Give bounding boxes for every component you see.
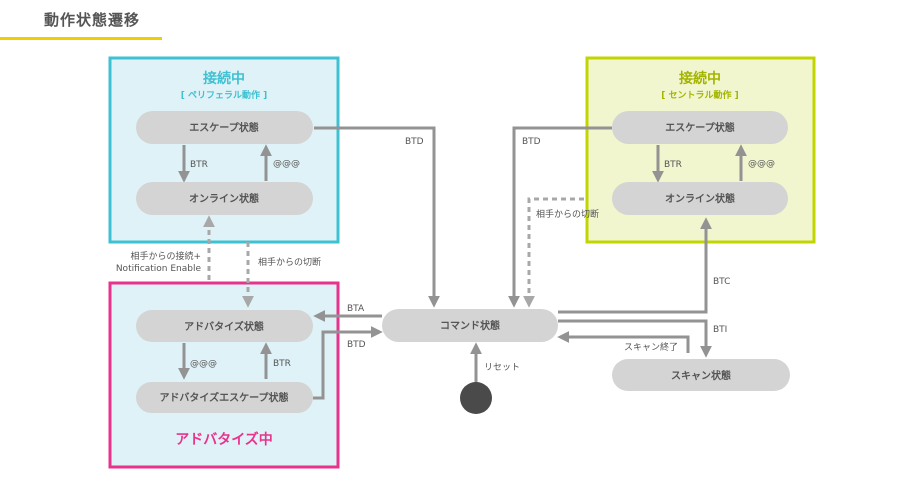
- label-connect-line1: 相手からの接続+: [130, 250, 201, 262]
- label-c-btr: BTR: [664, 160, 682, 170]
- state-scan: [612, 359, 790, 391]
- label-adv-atat: @@@: [190, 359, 217, 369]
- label-bti: BTI: [713, 325, 727, 335]
- label-btd-central: BTD: [522, 137, 541, 147]
- label-reset: リセット: [484, 362, 520, 373]
- group-title-advertise: アドバタイズ中: [175, 431, 273, 448]
- state-c-online: [612, 182, 788, 215]
- edge-p-escape-to-command: [314, 126, 440, 308]
- edge-command-to-c-online: [558, 217, 712, 314]
- group-subtitle-central: [ セントラル動作 ]: [661, 89, 739, 101]
- state-c-escape: [612, 111, 788, 144]
- edge-scan-to-command: [557, 331, 690, 353]
- label-btd-peripheral: BTD: [405, 137, 424, 147]
- state-advertise-escape-label: アドバタイズエスケープ状態: [159, 391, 288, 404]
- edge-command-to-scan: [558, 319, 712, 358]
- label-btc: BTC: [713, 277, 730, 287]
- label-btd-advertise: BTD: [347, 340, 366, 350]
- label-c-atat: @@@: [748, 159, 775, 169]
- label-p-atat: @@@: [273, 159, 300, 169]
- label-bta: BTA: [347, 304, 365, 314]
- state-c-online-label: オンライン状態: [665, 192, 735, 205]
- edge-c-online-to-command: [523, 197, 584, 308]
- reset-start-node: [460, 382, 492, 414]
- label-scan-end: スキャン終了: [624, 341, 678, 353]
- title-underline: [0, 37, 162, 40]
- state-p-online: [136, 182, 313, 215]
- group-title-central: 接続中: [679, 70, 721, 87]
- label-p-disconnect: 相手からの切断: [258, 256, 321, 268]
- edge-adv-escape-to-command: [313, 326, 383, 400]
- state-p-online-label: オンライン状態: [189, 192, 259, 205]
- state-advertise-label: アドバタイズ状態: [184, 320, 264, 333]
- state-command: [382, 309, 558, 342]
- state-p-escape-label: エスケープ状態: [189, 121, 258, 134]
- page-title: 動作状態遷移: [44, 11, 141, 29]
- edge-c-escape-to-command: [508, 126, 612, 308]
- group-title-peripheral: 接続中: [203, 70, 245, 87]
- state-advertise-escape: [136, 382, 313, 413]
- group-subtitle-peripheral: [ ペリフェラル動作 ]: [181, 89, 268, 101]
- state-c-escape-label: エスケープ状態: [665, 121, 734, 134]
- label-c-disconnect: 相手からの切断: [536, 208, 599, 220]
- label-connect-line2: Notification Enable: [116, 264, 202, 274]
- label-adv-btr: BTR: [273, 359, 291, 369]
- state-p-escape: [136, 111, 313, 144]
- state-advertise: [136, 310, 313, 342]
- label-p-btr: BTR: [190, 160, 208, 170]
- state-scan-label: スキャン状態: [671, 369, 731, 382]
- state-command-label: コマンド状態: [440, 319, 500, 332]
